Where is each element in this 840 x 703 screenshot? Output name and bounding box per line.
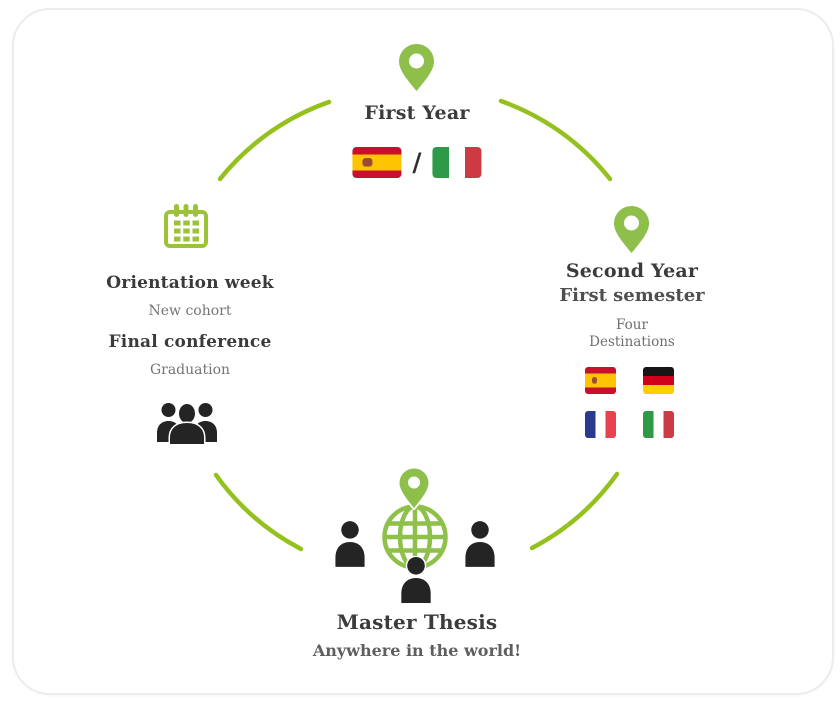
calendar-icon — [164, 204, 208, 248]
person-icon — [335, 521, 365, 567]
arc-bottom-left — [213, 472, 304, 552]
flag-spain — [352, 147, 402, 178]
flag-italy — [643, 411, 674, 438]
four-destinations-label: Four Destinations — [589, 317, 675, 351]
flag-germany — [643, 367, 674, 394]
people-group-icon — [157, 402, 217, 444]
arc-top-right — [498, 98, 613, 182]
map-pin-icon — [399, 44, 434, 91]
final-conference-title: Final conference — [108, 332, 272, 352]
first-year-flags: / — [352, 147, 482, 178]
first-year-title: First Year — [364, 102, 470, 124]
flag-italy — [432, 147, 482, 178]
arc-bottom-right — [529, 471, 620, 551]
person-icon — [399, 556, 433, 603]
orientation-week-title: Orientation week — [106, 273, 274, 293]
flag-spain — [585, 367, 616, 394]
arc-top-left — [217, 99, 332, 182]
four-destinations-line2: Destinations — [589, 334, 675, 350]
person-icon — [465, 521, 495, 567]
map-pin-icon — [614, 206, 649, 253]
flag-france — [585, 411, 616, 438]
master-thesis-subtitle: Anywhere in the world! — [312, 641, 522, 660]
map-pin-icon — [397, 467, 431, 510]
second-year-title: Second Year — [565, 260, 699, 282]
second-year-subtitle: First semester — [559, 285, 705, 306]
new-cohort-label: New cohort — [148, 303, 232, 319]
slash-separator: / — [412, 148, 422, 177]
destination-flags — [585, 367, 674, 438]
graduation-label: Graduation — [149, 362, 231, 378]
master-thesis-title: Master Thesis — [336, 610, 498, 634]
four-destinations-line1: Four — [616, 317, 648, 333]
